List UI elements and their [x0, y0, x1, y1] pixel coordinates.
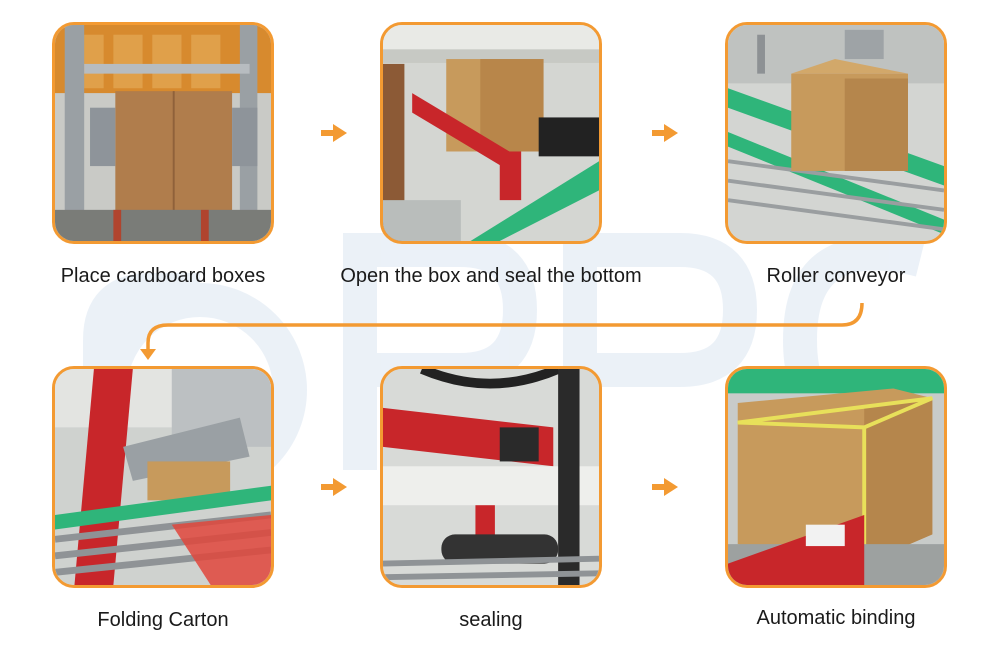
- step-image-place-boxes: [52, 22, 274, 244]
- step-image-folding-carton: [52, 366, 274, 588]
- step-label-folding-carton: Folding Carton: [97, 609, 229, 631]
- arrow-down-icon: [140, 349, 156, 360]
- arrow-right-icon: [652, 478, 678, 496]
- step-label-place-boxes: Place cardboard boxes: [60, 265, 266, 287]
- step-label-automatic-binding: Automatic binding: [756, 607, 916, 629]
- arrow-right-icon: [321, 124, 347, 142]
- step-label-roller-conveyor: Roller conveyor: [766, 265, 906, 287]
- step-label-open-seal-bottom: Open the box and seal the bottom: [340, 265, 642, 287]
- step-label-sealing: sealing: [459, 609, 523, 631]
- step-image-open-seal-bottom: [380, 22, 602, 244]
- arrow-right-icon: [652, 124, 678, 142]
- step-image-sealing: [380, 366, 602, 588]
- arrow-right-icon: [321, 478, 347, 496]
- step-image-automatic-binding: [725, 366, 947, 588]
- step-image-roller-conveyor: [725, 22, 947, 244]
